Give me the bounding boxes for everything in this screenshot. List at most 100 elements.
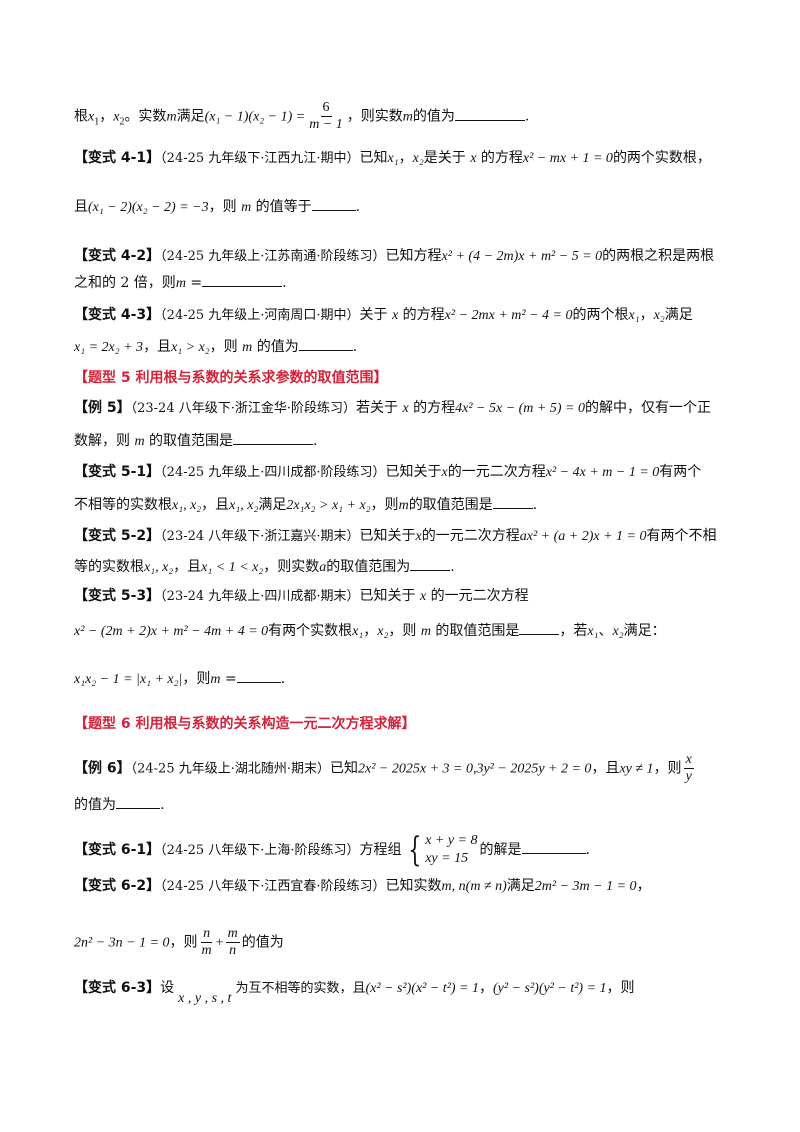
answer-blank[interactable] xyxy=(519,620,560,635)
text: 不相等的实数根 xyxy=(74,497,172,513)
math-var: x₁ xyxy=(387,151,399,166)
text: ，则 xyxy=(208,199,242,215)
text: 方程组 xyxy=(359,842,402,858)
math-var: x₂ xyxy=(653,308,665,323)
text: 之和的 2 倍，则 xyxy=(74,275,176,291)
equation: (x₁ − 2)(x₂ − 2) = −3 xyxy=(88,200,209,215)
text: 的值为 xyxy=(241,934,284,951)
math-var: x₁ xyxy=(587,624,599,639)
text: 的解是 xyxy=(479,842,522,858)
problem-tag: 【变式 4-3】 xyxy=(74,307,161,323)
problem-source: （24-25 八年级下·上海·阶段练习） xyxy=(160,843,360,858)
text: . xyxy=(532,497,538,513)
answer-blank[interactable] xyxy=(236,668,281,683)
equation: x² − 2mx + m² − 4 = 0 xyxy=(444,308,573,323)
math-var: x xyxy=(88,109,95,125)
section-heading-5: 【题型 5 利用根与系数的关系求参数的取值范围】 xyxy=(74,370,388,386)
text: 的值为 xyxy=(252,339,299,355)
math-var: a xyxy=(319,560,327,575)
text: 的一元二次方程 xyxy=(421,528,520,544)
text: . xyxy=(355,199,361,215)
system-row: x + y = 8 xyxy=(425,833,478,848)
text: . xyxy=(450,559,455,575)
subscript: 2 xyxy=(119,116,125,128)
denominator: y xyxy=(685,769,692,784)
problem-source: （24-25 九年级上·湖北随州·期末） xyxy=(130,761,330,777)
equation: 4x² − 5x − (m + 5) = 0 xyxy=(455,401,585,416)
problem-tag: 【变式 5-3】 xyxy=(74,588,161,604)
text: 已知方程 xyxy=(385,248,442,264)
problem-tag: 【变式 4-1】 xyxy=(74,150,161,166)
answer-blank[interactable] xyxy=(116,794,160,809)
answer-blank[interactable] xyxy=(454,106,525,121)
example-5-cont: 数解，则 m 的取值范围是. xyxy=(74,430,760,452)
answer-blank[interactable] xyxy=(298,336,353,351)
math-var: x xyxy=(113,109,120,125)
text: ，且 xyxy=(173,559,202,575)
equation: x² − 4x + m − 1 = 0 xyxy=(545,465,660,480)
text: 且 xyxy=(74,199,88,215)
plus-sign: + xyxy=(215,935,224,951)
problem-source: （24-25 九年级上·四川成都·阶段练习） xyxy=(160,465,386,480)
text: 的两个实数根， xyxy=(612,150,711,166)
math-var: x xyxy=(470,151,477,166)
text: ，则实数 xyxy=(263,559,320,575)
answer-blank[interactable] xyxy=(233,430,314,445)
problem-tag: 【变式 6-3】 xyxy=(74,980,161,996)
problem-tag: 【变式 6-2】 xyxy=(74,878,161,894)
text: 的值为 xyxy=(74,797,116,813)
text: . xyxy=(585,842,590,858)
example-6: 【例 6】（24-25 九年级上·湖北随州·期末）已知2x² − 2025x +… xyxy=(74,752,760,785)
math-var: x xyxy=(441,465,448,480)
numerator: 6 xyxy=(320,100,332,117)
text: 。实数 xyxy=(124,108,167,125)
equation: x² + (4 − 2m)x + m² − 5 = 0 xyxy=(441,249,603,264)
equation: x₁ = 2x₂ + 3 xyxy=(74,340,144,355)
answer-blank[interactable] xyxy=(492,494,533,509)
variant-5-1-cont: 不相等的实数根x₁, x₂，且x₁, x₂满足2x₁x₂ > x₁ + x₂，则… xyxy=(74,494,760,516)
text: ，则 xyxy=(388,623,421,639)
answer-blank[interactable] xyxy=(311,196,356,211)
text: 已知 xyxy=(330,760,358,777)
problem-source: （23-24 九年级上·四川成都·期末） xyxy=(160,589,360,604)
math-var: x₂ xyxy=(377,624,389,639)
text: ，则 xyxy=(606,980,635,996)
text: ， xyxy=(639,307,654,323)
math-var: m xyxy=(242,340,253,355)
answer-blank[interactable] xyxy=(410,556,451,571)
text: 已知 xyxy=(359,150,388,166)
answer-blank[interactable] xyxy=(202,272,283,287)
text: 的解中，仅有一个正 xyxy=(584,400,711,416)
text: 有两个 xyxy=(659,464,702,480)
text: 的取值范围为 xyxy=(326,559,411,575)
text: 的两个根 xyxy=(572,307,629,323)
variant-5-3: 【变式 5-3】（23-24 九年级上·四川成都·期末）已知关于 x 的一元二次… xyxy=(74,586,760,607)
answer-blank[interactable] xyxy=(521,839,586,854)
problem-source: （23-24 八年级下·浙江金华·阶段练习） xyxy=(130,401,356,416)
problem-source: （24-25 九年级下·江西九江·期中） xyxy=(160,151,360,166)
section-heading-6: 【题型 6 利用根与系数的关系构造一元二次方程求解】 xyxy=(74,716,416,732)
text: ，则实数 xyxy=(346,108,403,125)
math-var: m xyxy=(175,276,186,291)
math-var: x₁, x₂ xyxy=(229,498,259,513)
equation: (m ≠ n) xyxy=(465,879,507,894)
math-var: m xyxy=(402,109,413,125)
text: 的一元二次方程 xyxy=(447,464,546,480)
example-5: 【例 5】（23-24 八年级下·浙江金华·阶段练习）若关于 x 的方程4x² … xyxy=(74,398,760,419)
text: 已知实数 xyxy=(385,878,442,894)
text: ，且 xyxy=(591,760,620,777)
math-var: m xyxy=(210,672,221,687)
text: 、 xyxy=(598,623,613,639)
text: 关于 xyxy=(359,307,392,323)
example-6-cont: 的值为. xyxy=(74,794,760,815)
text: . xyxy=(352,339,358,355)
text: 满足 xyxy=(258,497,287,513)
text: 设 xyxy=(160,980,175,996)
equation: (x₁ − 1)(x₂ − 1) = xyxy=(204,109,306,125)
text: 满足 xyxy=(664,307,693,323)
variant-4-3-cont: x₁ = 2x₂ + 3，且x₁ > x₂，则 m 的值为. xyxy=(74,336,760,358)
text: 等的实数根 xyxy=(74,559,144,575)
text: . xyxy=(282,275,287,291)
